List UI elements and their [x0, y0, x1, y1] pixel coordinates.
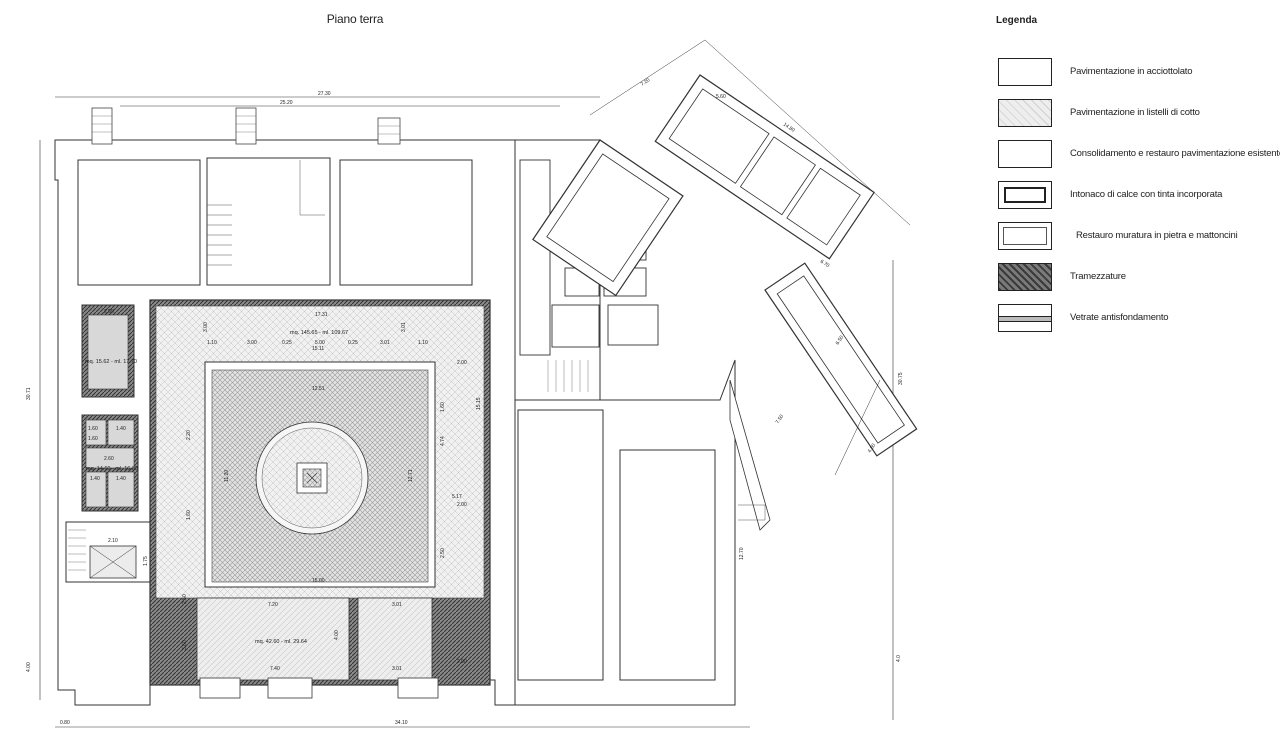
courtyard-side-a: 3.00 [203, 322, 209, 332]
dim-overall-width: 27.30 [318, 91, 331, 97]
south-dim-6: 2.50 [182, 594, 188, 604]
courtyard-side-h: 1.60 [186, 510, 192, 520]
legend-swatch [998, 222, 1052, 250]
room-south-area: mq. 42.60 - ml. 29.64 [255, 639, 307, 645]
dim-inner-width: 25.20 [280, 100, 293, 106]
dim-east: 12.70 [739, 547, 745, 560]
legend-swatch [998, 99, 1052, 127]
legend-item-tramezzature: Tramezzature [998, 263, 1268, 304]
dim-left-low: 4.00 [26, 662, 32, 672]
legend-swatch [998, 58, 1052, 86]
courtyard-width-inner: 12.51 [312, 386, 325, 392]
courtyard-area-label: mq. 145.65 - ml. 109.67 [290, 330, 348, 336]
legend: Pavimentazione in acciottolato Pavimenta… [998, 58, 1280, 345]
courtyard-seg-4: 5.00 [315, 340, 325, 346]
south-dim-3: 4.00 [334, 630, 340, 640]
courtyard-seg-1: 1.10 [207, 340, 217, 346]
dim-wing-g: 4.60 [867, 443, 878, 455]
legend-label: Vetrate antisfondamento [1070, 312, 1169, 323]
south-dim-1: 7.20 [268, 602, 278, 608]
courtyard-side-b: 3.01 [401, 322, 407, 332]
courtyard-side-j: 2.00 [457, 502, 467, 508]
legend-label: Pavimentazione in listelli di cotto [1070, 107, 1200, 118]
south-dim-8: 2.00 [457, 659, 467, 665]
dim-wing-f: 7.50 [775, 414, 786, 426]
stair-dim-b: 1.75 [143, 556, 149, 566]
legend-label: Restauro muratura in pietra e mattoncini [1076, 230, 1238, 241]
courtyard-height-outer: 15.15 [476, 397, 482, 410]
courtyard-seg-5: 0.25 [348, 340, 358, 346]
legend-swatch [998, 263, 1052, 291]
south-dim-4: 7.40 [270, 666, 280, 672]
services-dim-1: 1.60 [88, 426, 98, 432]
courtyard-width-mid: 15.11 [312, 346, 324, 352]
room-services-area: mq. 14.60 - ml. 16.80 [86, 466, 138, 472]
legend-swatch [998, 181, 1052, 209]
legend-item-intonaco: Intonaco di calce con tinta incorporata [998, 181, 1268, 222]
courtyard-seg-2: 3.00 [247, 340, 257, 346]
stair-dim-a: 2.10 [108, 538, 118, 544]
courtyard-side-c: 2.00 [457, 360, 467, 366]
legend-swatch [998, 140, 1052, 168]
courtyard-seg-6: 3.01 [380, 340, 390, 346]
legend-title: Legenda [996, 15, 1038, 26]
services-dim-4: 2.60 [104, 456, 114, 462]
courtyard-side-e: 1.60 [440, 402, 446, 412]
dim-wing-a: 7.20 [640, 77, 652, 88]
courtyard-height-inner: 11.20 [224, 470, 230, 482]
services-dim-2: 1.40 [116, 426, 126, 432]
courtyard-width-outer: 17.31 [315, 312, 328, 318]
plan-title: Piano terra [326, 12, 384, 26]
courtyard-side-g: 2.20 [186, 430, 192, 440]
south-dim-5: 3.01 [392, 666, 402, 672]
legend-item-restauro: Restauro muratura in pietra e mattoncini [998, 222, 1268, 263]
services-dim-3: 1.60 [88, 436, 98, 442]
dim-left-height: 30.71 [26, 387, 32, 400]
room-west-area: mq. 15.62 - ml. 17.70 [85, 359, 137, 365]
courtyard-side-i: 5.17 [452, 494, 462, 500]
legend-item-consolidamento: Consolidamento e restauro pavimentazione… [998, 140, 1280, 181]
dim-wing-e: 6.50 [835, 335, 846, 347]
dim-right-height: 30.75 [898, 372, 904, 385]
services-dim-5: 1.40 [90, 476, 100, 482]
courtyard-width-bottom: 15.00 [312, 578, 325, 584]
courtyard-side-d: 4.74 [440, 436, 446, 446]
south-dim-2: 3.01 [392, 602, 402, 608]
legend-swatch [998, 304, 1052, 332]
legend-label: Tramezzature [1070, 271, 1126, 282]
services-dim-6: 1.40 [116, 476, 126, 482]
dim-right-low: 4.0 [896, 655, 902, 662]
courtyard-side-f: 2.50 [440, 548, 446, 558]
legend-label: Intonaco di calce con tinta incorporata [1070, 189, 1223, 200]
dim-wing-d: 6.70 [819, 259, 831, 270]
legend-item-vetrate: Vetrate antisfondamento [998, 304, 1268, 345]
courtyard-height-right: 12.71 [408, 469, 414, 482]
legend-item-cotto: Pavimentazione in listelli di cotto [998, 99, 1268, 140]
dim-bottom-left: 0.80 [60, 720, 70, 726]
courtyard-seg-3: 0.25 [282, 340, 292, 346]
courtyard-seg-7: 1.10 [418, 340, 428, 346]
legend-label: Pavimentazione in acciottolato [1070, 66, 1193, 77]
dim-wing-b: 5.60 [716, 94, 726, 100]
room-west-dim: 2.50 [104, 309, 114, 315]
south-dim-7: 3.60 [182, 640, 188, 650]
legend-item-acciottolato: Pavimentazione in acciottolato [998, 58, 1268, 99]
legend-label: Consolidamento e restauro pavimentazione… [1070, 148, 1280, 159]
dim-bottom-width: 34.10 [395, 720, 408, 726]
